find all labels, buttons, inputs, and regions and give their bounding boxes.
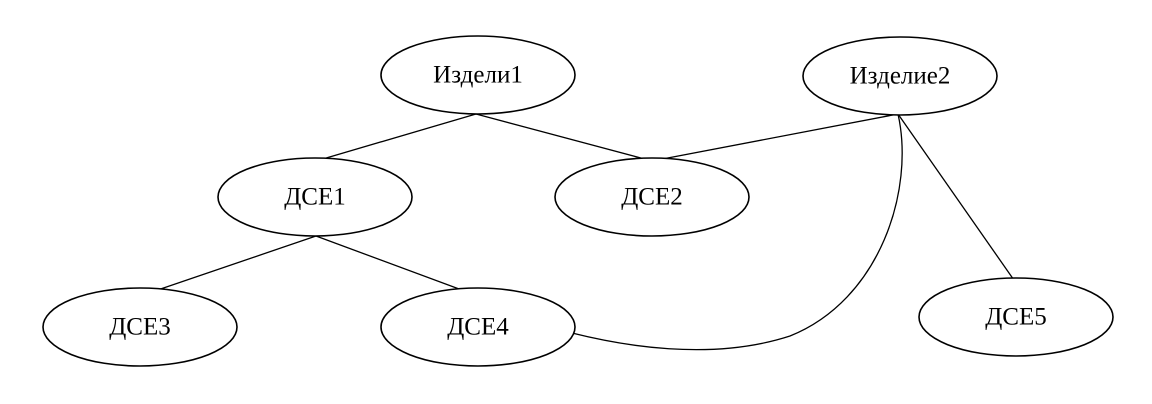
node-dse1: ДСЕ1 bbox=[217, 157, 413, 237]
node-ellipse bbox=[217, 157, 413, 237]
node-ellipse bbox=[380, 287, 576, 367]
node-ellipse bbox=[380, 35, 576, 115]
node-label: Издели1 bbox=[433, 62, 523, 89]
node-dse4: ДСЕ4 bbox=[380, 287, 576, 367]
node-ellipse bbox=[918, 277, 1114, 357]
node-label: ДСЕ4 bbox=[447, 314, 509, 341]
edge-n2-d2 bbox=[651, 113, 899, 162]
node-label: ДСЕ3 bbox=[109, 314, 171, 341]
node-dse3: ДСЕ3 bbox=[42, 287, 238, 367]
node-label: ДСЕ2 bbox=[621, 184, 683, 211]
edge-n1-d1 bbox=[315, 113, 477, 162]
node-label: Изделие2 bbox=[850, 63, 951, 90]
node-izdelie1: Издели1 bbox=[380, 35, 576, 115]
edge-d1-d4 bbox=[315, 235, 479, 297]
node-ellipse bbox=[802, 36, 998, 116]
edge-d1-d3 bbox=[139, 235, 317, 297]
edge-n1-d2 bbox=[475, 113, 653, 162]
node-dse2: ДСЕ2 bbox=[554, 157, 750, 237]
edges bbox=[139, 113, 1017, 351]
edge-n2-d4 bbox=[571, 113, 903, 351]
node-dse5: ДСЕ5 bbox=[918, 277, 1114, 357]
node-label: ДСЕ1 bbox=[284, 184, 346, 211]
node-label: ДСЕ5 bbox=[985, 304, 1047, 331]
node-izdelie2: Изделие2 bbox=[802, 36, 998, 116]
node-ellipse bbox=[42, 287, 238, 367]
edge-n2-d5 bbox=[897, 113, 1017, 284]
node-ellipse bbox=[554, 157, 750, 237]
